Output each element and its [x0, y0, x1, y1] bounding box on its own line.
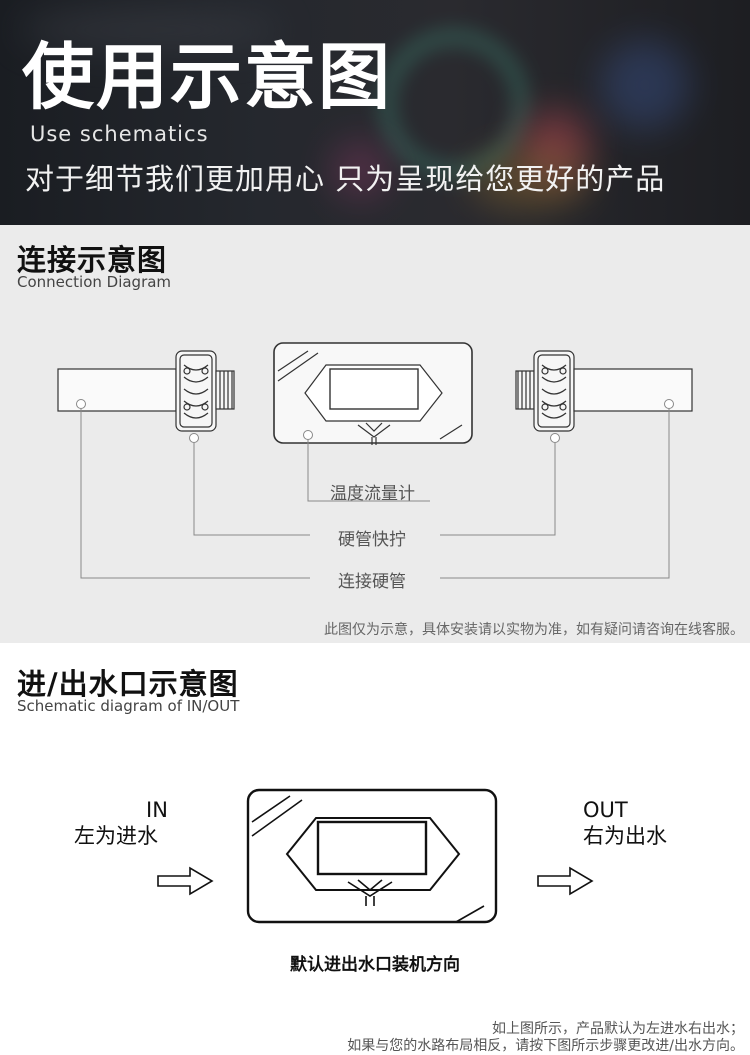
connection-section: 连接示意图 Connection Diagram: [0, 225, 750, 643]
right-fitting: [515, 350, 575, 432]
connection-subtitle: Connection Diagram: [17, 273, 172, 291]
connection-diagram: [57, 342, 693, 579]
note-line-1: 如上图所示，产品默认为左进水右出水；: [492, 1021, 744, 1037]
inout-title: 进/出水口示意图: [17, 667, 239, 701]
left-hard-tube: [57, 368, 177, 412]
inout-diagram: [157, 788, 594, 924]
inout-subtitle: Schematic diagram of IN/OUT: [17, 697, 240, 715]
out-label-en: OUT: [583, 798, 628, 822]
banner-title: 使用示意图: [22, 35, 393, 119]
out-arrow-icon: [537, 866, 594, 896]
default-direction-text: 默认进出水口装机方向: [290, 955, 460, 975]
note-line-2: 如果与您的水路布局相反，请按下图所示步骤更改进/出水方向。: [347, 1038, 744, 1054]
flowmeter-body: [246, 788, 498, 924]
label-tube: 连接硬管: [338, 572, 406, 592]
banner-bg-glow: [600, 40, 690, 130]
in-label-en: IN: [146, 798, 168, 822]
banner-bg-glow: [330, 140, 390, 200]
right-hard-tube: [573, 368, 693, 412]
leader-lines: [76, 399, 674, 579]
in-arrow-icon: [157, 866, 214, 896]
banner-bg-glow: [470, 150, 590, 210]
banner-bg-glow: [520, 110, 590, 180]
banner-description: 对于细节我们更加用心 只为呈现给您更好的产品: [25, 162, 666, 196]
flowmeter-body: [273, 342, 473, 445]
disclaimer: 此图仅为示意，具体安装请以实物为准，如有疑问请咨询在线客服。: [324, 622, 744, 638]
banner: 使用示意图 Use schematics 对于细节我们更加用心 只为呈现给您更好…: [0, 0, 750, 225]
label-fitting: 硬管快拧: [338, 530, 406, 550]
left-fitting: [175, 350, 235, 432]
label-flowmeter: 温度流量计: [330, 484, 415, 504]
banner-subtitle: Use schematics: [30, 122, 209, 146]
connection-title: 连接示意图: [17, 243, 168, 277]
in-label-cn: 左为进水: [74, 824, 158, 848]
banner-bg-glow: [20, 10, 280, 50]
out-label-cn: 右为出水: [583, 824, 667, 848]
